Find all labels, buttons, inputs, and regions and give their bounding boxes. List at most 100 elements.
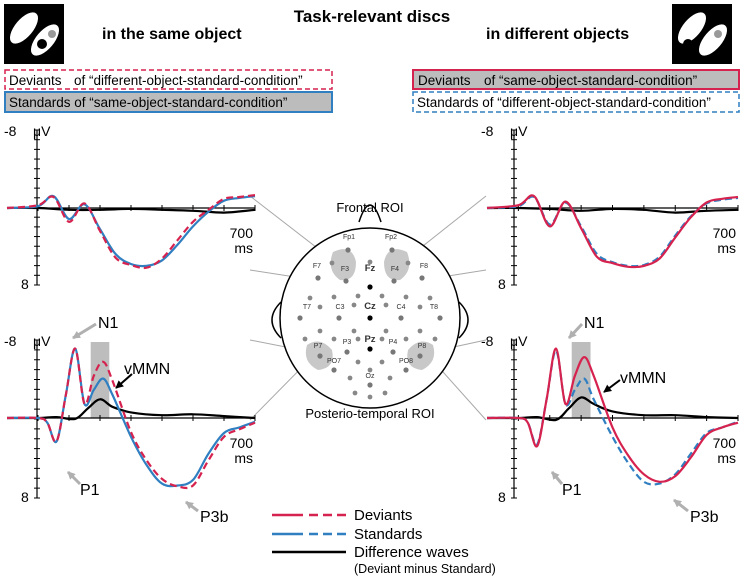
electrode-dot-t8 (437, 315, 443, 321)
series-difference-waves (6, 398, 256, 421)
x-end-label: 700 (713, 225, 737, 241)
right-deviant-condition-box: Deviants of “same-object-standard-condit… (412, 69, 740, 90)
electrode-dot-f7 (315, 275, 321, 281)
legend-standards: Standards (272, 526, 422, 543)
y-unit-label: μV (33, 123, 51, 139)
left-p1-label: P1 (80, 482, 100, 499)
x-end-label: 700 (713, 435, 737, 451)
electrode-label-fp1: Fp1 (343, 234, 355, 241)
electrode-label-f3: F3 (341, 266, 349, 273)
electrode-label-c3: C3 (336, 304, 345, 311)
y-top-label: -8 (4, 333, 17, 349)
electrode-dot (351, 328, 357, 334)
y-bottom-label: 8 (498, 489, 506, 505)
left-standard-text: Standards of “same-object-standard-condi… (9, 95, 287, 110)
electrode-dot (382, 390, 388, 396)
electrode-label-p7: P7 (314, 343, 323, 350)
electrode-dot (379, 293, 385, 299)
electrode-dot-f3 (343, 278, 349, 284)
right-subtitle: in different objects (486, 26, 629, 43)
x-unit-label: ms (234, 240, 253, 256)
right-standard-text: Standards of “different-object-standard-… (417, 95, 711, 110)
left-n1-label: N1 (98, 315, 119, 332)
electrode-dot-p4 (390, 349, 396, 355)
left-p3b-label: P3b (200, 509, 229, 526)
electrode-label-t7: T7 (303, 304, 311, 311)
electrode-dot (355, 293, 361, 299)
right-p1-label: P1 (562, 482, 582, 499)
electrode-dot-f8 (419, 275, 425, 281)
electrode-dot-c3 (336, 315, 342, 321)
electrode-label-po8: PO8 (399, 358, 413, 365)
series-standards (6, 347, 256, 488)
electrode-label-p4: P4 (389, 339, 398, 346)
legend-deviants: Deviants (272, 507, 412, 524)
electrode-label-oz: Oz (366, 373, 375, 380)
x-unit-label: ms (717, 450, 736, 466)
roi-f3 (330, 249, 356, 281)
electrode-dot-po8 (403, 367, 409, 373)
legend-standards-label: Standards (354, 526, 422, 543)
right-peak-annotations: N1 vMMN P1 P3b (550, 315, 719, 526)
y-unit-label: μV (510, 333, 528, 349)
series-difference-waves (486, 396, 739, 422)
left-deviant-condition-box: Deviants of “different-object-standard-c… (4, 69, 333, 90)
electrode-dot (355, 359, 361, 365)
legend: Deviants Standards Difference waves (Dev… (272, 507, 496, 576)
electrode-dot (432, 336, 438, 342)
electrode-dot (351, 302, 357, 308)
electrode-dot (317, 304, 323, 310)
electrode-dot (383, 328, 389, 334)
left-vmmn-label: vMMN (124, 361, 170, 378)
series-difference-waves (6, 206, 256, 214)
electrode-label-f4: F4 (391, 266, 399, 273)
electrode-label-f7: F7 (313, 263, 321, 270)
electrode-dot-f4 (391, 278, 397, 284)
y-bottom-label: 8 (21, 276, 29, 292)
electrode-dot (379, 336, 385, 342)
frontal-roi-label: Frontal ROI (336, 200, 403, 215)
legend-difference: Difference waves (Deviant minus Standard… (272, 544, 496, 576)
electrode-dot (403, 294, 409, 300)
electrode-dot-t7 (297, 315, 303, 321)
electrode-dot-p3 (344, 349, 350, 355)
electrode-dot (379, 359, 385, 365)
electrode-dot (355, 336, 361, 342)
electrode-grid-dots (302, 259, 438, 400)
electrode-dot-fz (367, 284, 373, 290)
legend-difference-label: Difference waves (354, 544, 469, 561)
left-subtitle: in the same object (102, 26, 242, 43)
x-unit-label: ms (234, 450, 253, 466)
electrode-dot-fp2 (389, 247, 395, 253)
right-deviant-prefix: Deviants (418, 73, 471, 88)
electrode-label-pz: Pz (364, 334, 375, 345)
electrode-dot (427, 295, 433, 301)
y-bottom-label: 8 (21, 489, 29, 505)
y-top-label: -8 (481, 333, 494, 349)
electrode-label-fp2: Fp2 (385, 234, 397, 241)
electrode-dot (317, 328, 323, 334)
electrode-label-fz: Fz (365, 263, 376, 274)
electrode-dot (417, 328, 423, 334)
electrode-label-po7: PO7 (327, 358, 341, 365)
x-end-label: 700 (230, 225, 254, 241)
series-standards (6, 194, 256, 268)
electrode-dot (367, 394, 373, 400)
y-unit-label: μV (33, 333, 51, 349)
left-deviant-text: of “different-object-standard-condition” (74, 73, 303, 88)
right-p3b-label: P3b (690, 509, 719, 526)
y-top-label: -8 (481, 123, 494, 139)
figure-title: Task-relevant discs (294, 7, 451, 26)
right-vmmn-label: vMMN (620, 370, 666, 387)
series-deviants (486, 347, 739, 483)
stimulus-same-object-icon (4, 4, 64, 64)
electrode-dot (387, 375, 393, 381)
electrode-dot-fp1 (345, 247, 351, 253)
electrode-label-t8: T8 (430, 304, 438, 311)
electrode-dot (331, 294, 337, 300)
